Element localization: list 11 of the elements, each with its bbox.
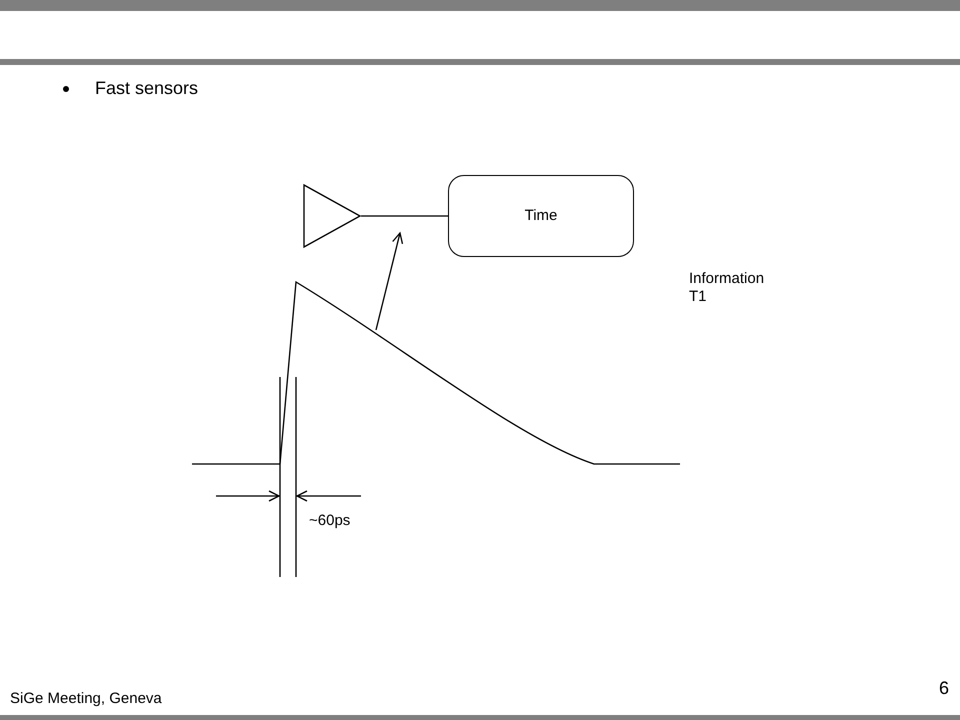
footer-text: SiGe Meeting, Geneva [10, 690, 162, 708]
arrow [375, 232, 404, 330]
pulse-waveform [190, 280, 682, 466]
dimension-label: ~60ps [309, 512, 350, 530]
process-box [448, 175, 634, 257]
annotation-text: Information T1 [689, 270, 766, 306]
box-label: Time [524, 207, 558, 225]
amplifier-triangle [303, 184, 361, 248]
connector-line [361, 215, 448, 217]
bullet-text: Fast sensors [95, 79, 198, 97]
page-number: 6 [938, 679, 949, 697]
